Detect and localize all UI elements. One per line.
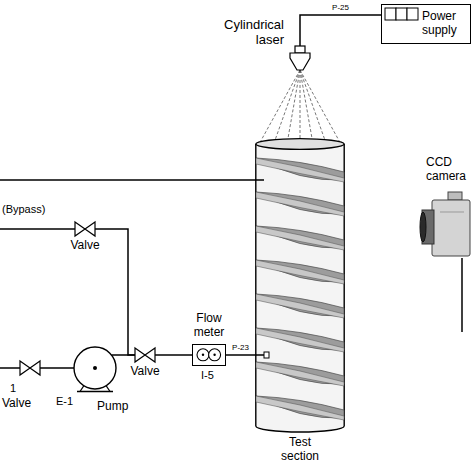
- node-label: Power supply: [422, 10, 468, 38]
- valve-half: [30, 361, 40, 375]
- meter-axis: [213, 354, 215, 356]
- valve-half: [85, 222, 95, 236]
- blade-face: [256, 294, 344, 318]
- node-label: Cylindrical laser: [202, 18, 284, 48]
- callout-label: I-5: [201, 369, 214, 382]
- node-label: Valve: [2, 397, 42, 411]
- power-supply-box: Power supply: [381, 4, 471, 44]
- node-label: Test section: [270, 436, 330, 464]
- outlet-stub: [255, 179, 264, 181]
- line-tag: P-23: [231, 344, 250, 353]
- valve-half: [135, 348, 145, 362]
- supply-cell: [407, 8, 418, 20]
- camera-body: [432, 200, 470, 256]
- cylinder-wall: [256, 144, 344, 432]
- blade-face: [256, 260, 344, 284]
- blade-face: [256, 226, 344, 250]
- outlet-pipe: [0, 179, 256, 181]
- line-tag: P-25: [331, 4, 350, 13]
- inlet-stub: [255, 354, 264, 356]
- cylinder-top: [256, 139, 344, 150]
- node-label: Pump: [97, 400, 137, 414]
- inlet-valve: Valve: [20, 361, 40, 375]
- callout-label: (Bypass): [2, 203, 45, 216]
- inlet-nozzle: [264, 352, 269, 358]
- camera-cable: [461, 258, 463, 332]
- valve-half: [145, 348, 155, 362]
- meter-rotor: [197, 349, 209, 361]
- node-outline: [20, 361, 40, 375]
- blade-face: [256, 396, 344, 420]
- blade-face: [256, 158, 344, 182]
- blade-face: [256, 328, 344, 352]
- laser-body: [290, 53, 310, 70]
- supply-cell: [396, 8, 407, 20]
- pipe-connector: [300, 15, 381, 46]
- blade-face: [256, 192, 344, 216]
- valve-half: [75, 222, 85, 236]
- node-outline: [71, 344, 119, 392]
- pump-casing: [74, 347, 116, 389]
- laser-cap: [295, 46, 305, 53]
- pipe-connector: [95, 229, 135, 355]
- pump-outlet: [112, 354, 120, 356]
- pump: Pump: [71, 344, 119, 392]
- laser-ray: [300, 70, 342, 146]
- pipe-connector: [155, 354, 192, 356]
- node-outline: [255, 138, 345, 432]
- laser-ray: [300, 70, 314, 150]
- camera-top: [448, 192, 462, 200]
- suction-pipe: [0, 367, 20, 369]
- node-label: Flow meter: [187, 312, 231, 340]
- pump-shaft: [93, 366, 97, 370]
- bypass-inlet-pipe: [0, 228, 75, 230]
- meter-axis: [202, 354, 204, 356]
- camera-detail: [440, 212, 464, 213]
- pump-base: [77, 391, 113, 393]
- node-label: Valve: [125, 365, 165, 379]
- node-label: Valve: [65, 239, 105, 253]
- blade-face: [256, 362, 344, 386]
- valve-half: [20, 361, 30, 375]
- cylindrical-laser: Cylindrical laser: [288, 46, 312, 70]
- laser-ray: [272, 70, 300, 149]
- ccd-camera: CCD camera: [420, 192, 470, 258]
- pipe-connector: [226, 354, 255, 356]
- node-outline: [75, 222, 95, 236]
- control-valve: Valve: [135, 348, 155, 362]
- laser-ray: [300, 70, 328, 149]
- node-outline: [420, 192, 470, 258]
- flow-meter: Flow meter: [192, 344, 226, 366]
- node-outline: [135, 348, 155, 362]
- lens-front: [420, 212, 426, 242]
- laser-ray: [258, 70, 300, 146]
- callout-label: 1: [10, 382, 16, 395]
- meter-rotor: [209, 349, 221, 361]
- node-label: CCD camera: [426, 156, 470, 184]
- pipe-connector: [40, 367, 71, 369]
- node-outline: [193, 345, 225, 365]
- pump-inlet: [71, 367, 74, 369]
- laser-ray: [286, 70, 300, 150]
- node-outline: [288, 46, 312, 70]
- node-outline: [382, 5, 418, 25]
- test-section: Test section: [255, 138, 345, 432]
- supply-cell: [385, 8, 396, 20]
- callout-label: E-1: [56, 395, 73, 408]
- bypass-valve: Valve: [75, 222, 95, 236]
